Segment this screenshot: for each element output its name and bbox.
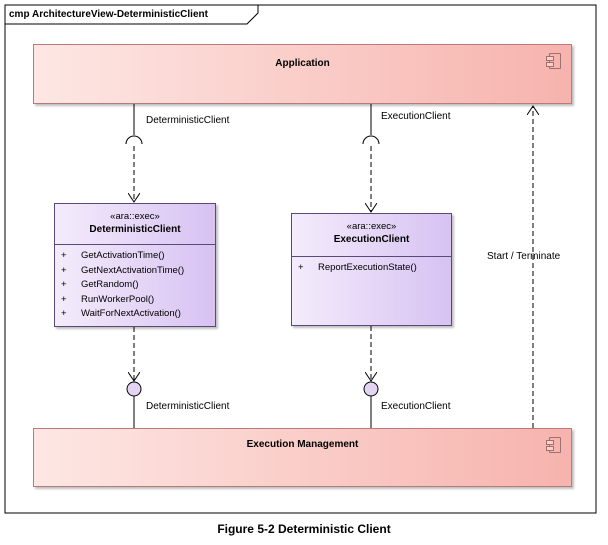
- class-operations: + GetActivationTime() + GetNextActivationT…: [55, 245, 215, 322]
- provided-interface-lollipop-deterministic: [126, 381, 142, 397]
- operation-name: GetRandom(): [81, 279, 139, 290]
- class-header: «ara::exec» ExecutionClient: [292, 214, 451, 257]
- operation-visibility: +: [61, 279, 67, 290]
- start-terminate-label: Start / Terminate: [487, 251, 561, 262]
- required-interface-label-execution: ExecutionClient: [381, 111, 451, 122]
- operation-visibility: +: [298, 262, 304, 273]
- required-interface-socket-execution: [362, 135, 380, 145]
- operation-name: GetActivationTime(): [81, 250, 165, 261]
- class-header: «ara::exec» DeterministicClient: [55, 204, 215, 245]
- component-icon: [546, 53, 561, 69]
- figure-caption: Figure 5-2 Deterministic Client: [217, 522, 391, 536]
- operation-name: WaitForNextActivation(): [81, 308, 181, 319]
- execution-management-component-name: Execution Management: [246, 439, 359, 450]
- operation-visibility: +: [61, 308, 67, 319]
- frame-label: cmp ArchitectureView-DeterministicClient: [9, 9, 208, 20]
- application-component[interactable]: Application: [33, 44, 572, 104]
- class-operations: + ReportExecutionState(): [292, 257, 451, 276]
- operation: + GetRandom(): [55, 278, 215, 293]
- operation: + RunWorkerPool(): [55, 293, 215, 308]
- class-stereotype: «ara::exec»: [110, 211, 160, 222]
- execution-management-component[interactable]: Execution Management: [33, 428, 572, 487]
- component-icon: [546, 437, 561, 453]
- class-name: ExecutionClient: [333, 234, 410, 245]
- operation-visibility: +: [61, 250, 67, 261]
- frame-label-tab: [5, 5, 259, 25]
- deterministic-client-class[interactable]: «ara::exec» DeterministicClient + GetActi…: [54, 203, 216, 327]
- operation: + ReportExecutionState(): [292, 261, 451, 276]
- provided-interface-label-deterministic: DeterministicClient: [146, 401, 230, 412]
- execution-client-class[interactable]: «ara::exec» ExecutionClient + ReportExecu…: [291, 213, 452, 326]
- application-component-name: Application: [275, 58, 330, 69]
- operation-visibility: +: [61, 293, 67, 305]
- operation-name: ReportExecutionState(): [318, 262, 417, 273]
- required-interface-socket-deterministic: [125, 135, 143, 145]
- class-stereotype: «ara::exec»: [346, 221, 397, 232]
- operation-name: GetNextActivationTime(): [81, 264, 185, 276]
- operation-name: RunWorkerPool(): [81, 293, 155, 305]
- class-name: DeterministicClient: [89, 224, 181, 235]
- operation-visibility: +: [61, 264, 67, 276]
- operation: + WaitForNextActivation(): [55, 307, 215, 322]
- provided-interface-lollipop-execution: [363, 381, 379, 397]
- operation: + GetNextActivationTime(): [55, 264, 215, 279]
- required-interface-label-deterministic: DeterministicClient: [146, 115, 230, 126]
- operation: + GetActivationTime(): [55, 249, 215, 264]
- provided-interface-label-execution: ExecutionClient: [381, 401, 451, 412]
